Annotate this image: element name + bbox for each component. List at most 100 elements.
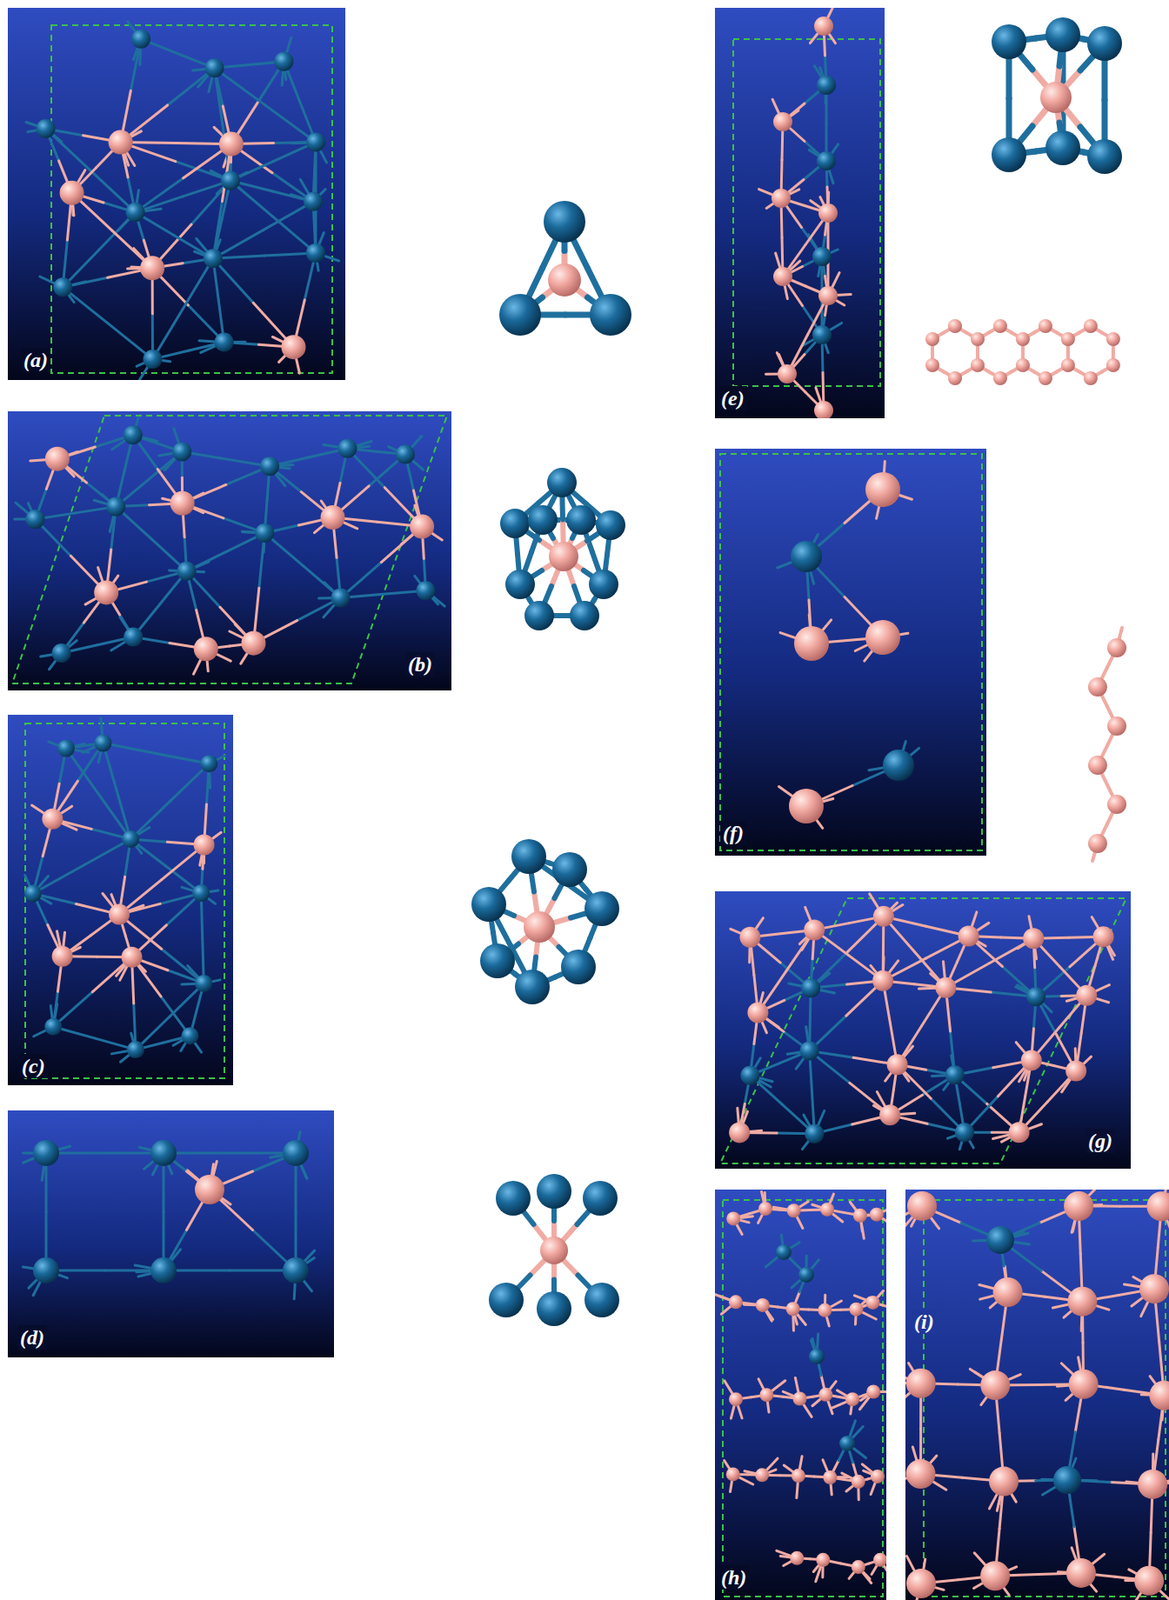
metal-atom (106, 497, 126, 517)
metal-atom (495, 1181, 531, 1216)
metal-atom (1045, 17, 1081, 53)
panel-label: (b) (405, 652, 435, 677)
coordination-figure (488, 1174, 620, 1327)
metal-atom (200, 754, 218, 773)
panel-label: (g) (1085, 1128, 1116, 1154)
metal-atom (524, 601, 555, 631)
metal-atom (801, 978, 821, 998)
nonmetal-atom (980, 1370, 1010, 1401)
nonmetal-atom (865, 472, 901, 508)
nonmetal-atom (41, 808, 63, 830)
nonmetal-atom (1107, 638, 1127, 658)
structure-panel (714, 1189, 901, 1600)
nonmetal-atom (925, 358, 940, 373)
nonmetal-atom (1065, 1061, 1087, 1083)
nonmetal-atom (45, 447, 70, 472)
nonmetal-atom (121, 947, 143, 969)
metal-atom (991, 137, 1027, 173)
nonmetal-atom (869, 1208, 884, 1223)
metal-atom (514, 969, 550, 1005)
metal-atom (561, 949, 596, 985)
unit-cell (923, 1200, 1166, 1597)
metal-atom (566, 505, 596, 535)
structure-panel (7, 714, 234, 1086)
metal-atom (123, 425, 143, 445)
bond (1092, 852, 1096, 862)
nonmetal-atom (1067, 1287, 1097, 1317)
metal-atom (306, 132, 326, 152)
nonmetal-atom (1038, 319, 1053, 334)
panel-ground (7, 714, 234, 1086)
unit-cell (720, 454, 982, 851)
nonmetal-atom (108, 130, 134, 155)
metal-atom (121, 830, 140, 849)
unit-cell (722, 1200, 883, 1597)
metal-atom (142, 349, 162, 369)
structure-panel (714, 448, 987, 856)
nonmetal-atom (958, 925, 980, 947)
nonmetal-atom (52, 946, 74, 968)
nonmetal-atom (728, 1122, 750, 1143)
nonmetal-atom (993, 1277, 1023, 1308)
nonmetal-atom (1088, 755, 1108, 775)
metal-atom (33, 1257, 60, 1284)
nonmetal-atom (773, 267, 793, 287)
metal-atom (33, 1140, 60, 1167)
coordination-figure (499, 200, 632, 336)
metal-atom (177, 561, 197, 582)
metal-atom (511, 839, 547, 875)
nonmetal-atom (1106, 358, 1121, 373)
nonmetal-atom (870, 1469, 885, 1484)
coordination-figure (471, 839, 620, 1005)
metal-atom (804, 1124, 824, 1144)
metal-atom (505, 569, 535, 600)
nonmetal-atom (1093, 926, 1115, 948)
nonmetal-atom (1015, 358, 1030, 373)
metal-atom (499, 293, 542, 336)
metal-atom (395, 445, 415, 465)
nonmetal-atom (728, 1295, 743, 1310)
metal-atom (595, 510, 626, 541)
panel-ground (714, 891, 1131, 1169)
metal-atom (53, 277, 73, 297)
nonmetal-atom (193, 636, 219, 662)
nonmetal-atom (906, 1569, 936, 1599)
metal-atom (282, 1140, 309, 1167)
nonmetal-atom (1148, 1381, 1169, 1411)
nonmetal-atom (789, 1551, 804, 1566)
nonmetal-atom (777, 364, 797, 384)
nonmetal-atom (866, 1295, 881, 1310)
nonmetal-atom (1139, 1274, 1169, 1304)
nonmetal-atom (988, 1467, 1019, 1497)
metal-atom (220, 171, 241, 191)
nonmetal-atom (814, 400, 834, 419)
metal-atom (1045, 130, 1081, 166)
nonmetal-atom (1063, 1191, 1094, 1222)
metal-atom (150, 1140, 177, 1167)
nonmetal-atom (739, 927, 761, 949)
metal-atom (816, 75, 836, 95)
nonmetal-atom (872, 970, 894, 992)
metal-atom (527, 505, 558, 535)
nonmetal-atom (755, 1298, 770, 1313)
panel-ground (7, 411, 452, 691)
structure-panel (7, 7, 346, 381)
nonmetal-atom (845, 1392, 860, 1407)
nonmetal-atom (794, 626, 829, 662)
nonmetal-atom (1015, 332, 1030, 347)
metal-atom (1053, 1466, 1082, 1495)
nonmetal-atom (866, 1384, 881, 1399)
nonmetal-atom (925, 332, 940, 347)
metal-atom (192, 884, 210, 902)
metal-atom (273, 52, 294, 72)
panel-ground (905, 1189, 1169, 1600)
panel-label: (c) (19, 1054, 48, 1079)
metal-atom (798, 1267, 815, 1283)
panel-ground (7, 7, 346, 381)
nonmetal-atom (851, 1560, 866, 1575)
metal-atom (543, 200, 586, 243)
metal-atom (203, 248, 223, 268)
panel-label: (h) (718, 1565, 749, 1590)
metal-atom (337, 439, 357, 459)
nonmetal-atom (814, 16, 834, 36)
